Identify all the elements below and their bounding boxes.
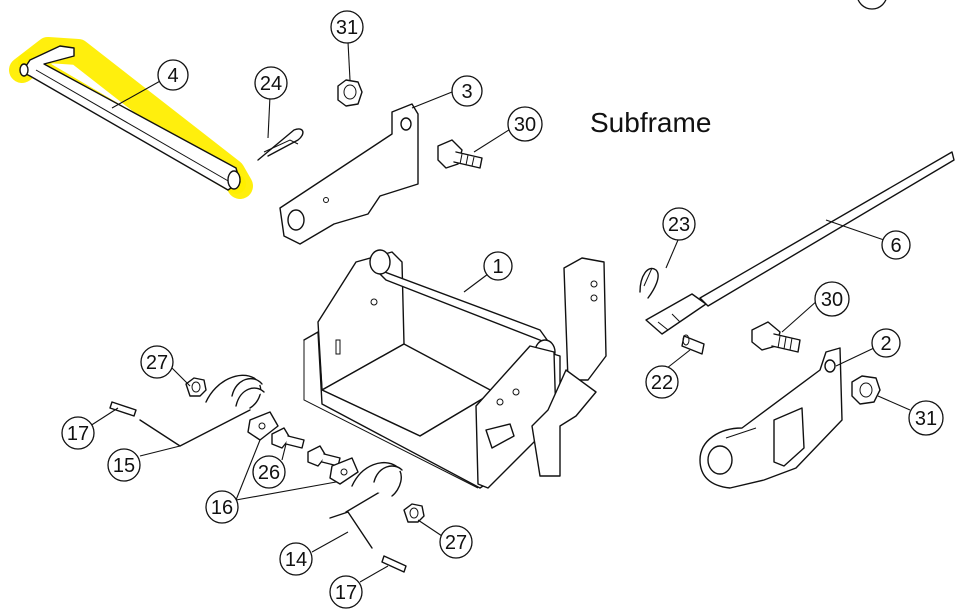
callout-27-lower[interactable]: 27 [439,525,473,559]
callout-label: 26 [258,462,280,484]
callout-17-lower[interactable]: 17 [329,575,363,609]
callout-16[interactable]: 16 [205,490,239,524]
callout-6[interactable]: 6 [881,230,911,260]
diagram-title: Subframe [590,107,711,138]
callout-4[interactable]: 4 [157,59,189,91]
callout-label: 31 [915,408,937,430]
callout-label: 27 [445,532,467,554]
callout-label: 31 [336,17,358,39]
plate-part-3[interactable] [279,103,419,245]
pin-part-4[interactable] [19,45,241,191]
callout-27-upper[interactable]: 27 [140,345,174,379]
callout-23[interactable]: 23 [662,207,696,241]
callout-17-upper[interactable]: 17 [61,416,95,450]
callout-label: 22 [651,372,673,394]
callout-label: 6 [890,235,901,257]
callout-30-top[interactable]: 30 [507,106,543,142]
callout-24[interactable]: 24 [254,66,288,100]
spring-part-14[interactable] [329,461,403,549]
bolt-part-30-top[interactable] [437,139,483,169]
callout-15[interactable]: 15 [107,448,141,482]
callout-label: 14 [285,549,307,571]
pin-part-17-upper[interactable] [109,401,137,417]
rod-part-6[interactable] [645,151,955,335]
callout-1[interactable]: 1 [483,251,513,281]
callout-label: 17 [335,582,357,604]
subframe-part-1[interactable] [303,249,607,489]
bolt-part-30-right[interactable] [751,321,801,353]
callout-31-right[interactable]: 31 [908,400,944,436]
callout-label: 1 [492,256,503,278]
callout-3[interactable]: 3 [451,75,483,107]
callout-label: 27 [146,352,168,374]
bracket-part-16-upper[interactable] [247,411,279,441]
callout-31-top[interactable]: 31 [330,10,364,44]
callout-label: 15 [113,455,135,477]
nut-part-27-lower[interactable] [403,503,425,523]
callout-label: 4 [167,65,178,87]
callout-label: 17 [67,423,89,445]
callout-label: 3 [461,81,472,103]
nut-part-27-upper[interactable] [185,377,207,397]
cropped-callout-circle [857,0,887,10]
plate-part-2[interactable] [699,347,843,489]
nut-part-31-right[interactable] [851,375,881,405]
callout-22[interactable]: 22 [645,365,679,399]
callout-label: 23 [668,214,690,236]
callout-14[interactable]: 14 [279,542,313,576]
callout-label: 16 [211,497,233,519]
nut-part-31-top[interactable] [337,79,363,107]
clip-part-23[interactable] [639,267,659,299]
pin-part-17-lower[interactable] [381,555,407,573]
pin-part-22[interactable] [681,334,705,355]
callout-label: 2 [880,333,891,355]
bracket-part-16-lower[interactable] [329,457,359,485]
bolts-part-26[interactable] [271,427,341,467]
callout-label: 30 [514,114,536,136]
spring-part-15[interactable] [139,374,265,447]
callout-label: 24 [260,73,282,95]
callout-label: 30 [821,289,843,311]
callout-2[interactable]: 2 [871,328,901,358]
callout-30-right[interactable]: 30 [814,281,850,317]
clip-part-24[interactable] [257,128,304,161]
callout-26[interactable]: 26 [252,455,286,489]
